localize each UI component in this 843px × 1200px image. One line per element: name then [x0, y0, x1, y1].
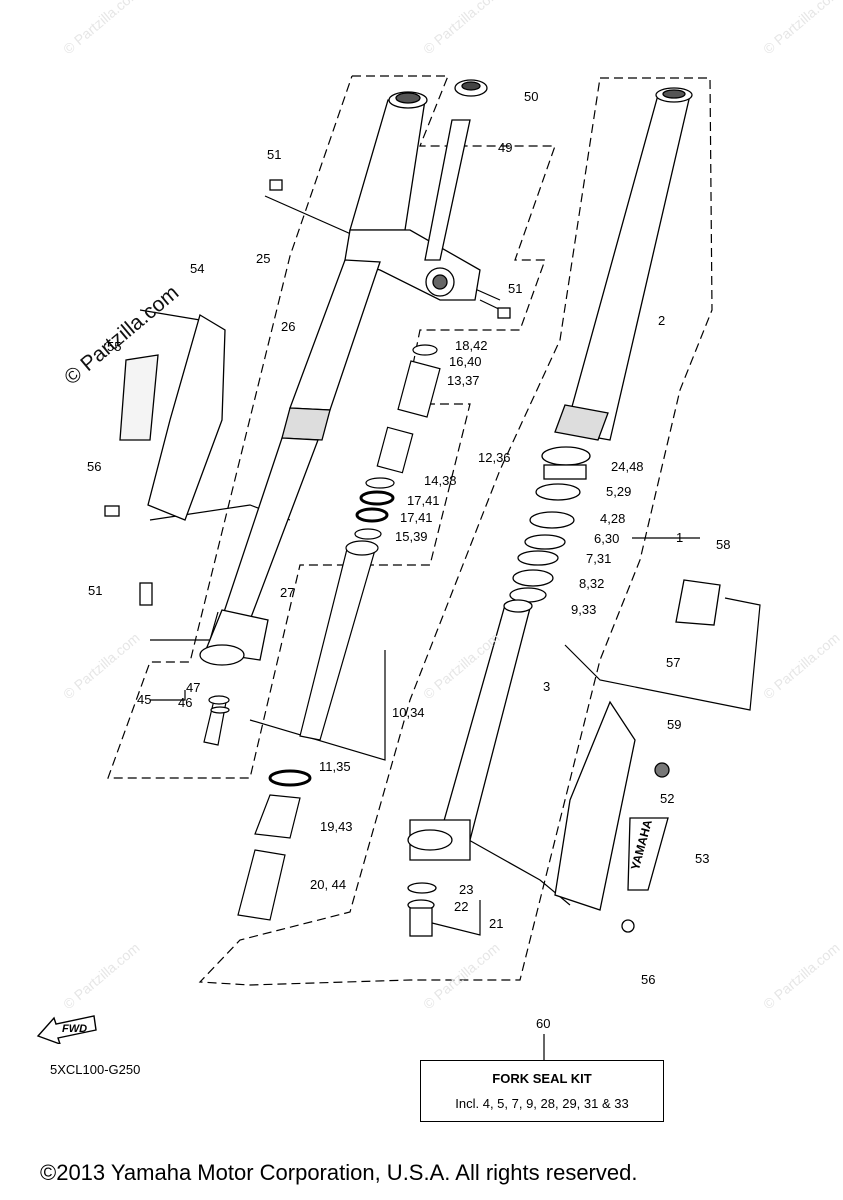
callout-bolt[interactable]: 18,42	[455, 338, 488, 353]
callout-washer-47[interactable]: 47	[186, 680, 201, 695]
callout-cylinder[interactable]: 10,34	[392, 705, 425, 720]
callout-o-ring-11[interactable]: 11,35	[319, 759, 351, 774]
right-fork-guard	[554, 579, 721, 933]
callout-bracket-cover[interactable]: 57	[666, 655, 681, 670]
callout-guard-left[interactable]: 54	[190, 261, 205, 276]
callout-screw-56-left[interactable]: 56	[87, 459, 102, 474]
callout-inner-tube-left[interactable]: 26	[281, 319, 296, 334]
callout-fork-assy-right[interactable]: 1	[676, 530, 684, 545]
callout-ring-b[interactable]: 17,41	[400, 510, 433, 525]
callout-washer-23[interactable]: 23	[459, 882, 474, 897]
fork-seal-kit-box[interactable]: FORK SEAL KIT Incl. 4, 5, 7, 9, 28, 29, …	[420, 1060, 664, 1122]
callout-guard-right[interactable]: 52	[660, 791, 675, 806]
callout-bolt-51-lower[interactable]: 51	[88, 583, 103, 598]
callout-cap[interactable]: 50	[524, 89, 539, 104]
callout-dust-seal[interactable]: 24,48	[611, 459, 644, 474]
callout-fork-assy-left[interactable]: 25	[256, 251, 271, 266]
callout-bracket[interactable]: 58	[716, 537, 731, 552]
left-fork-guard	[119, 314, 226, 521]
callout-nut[interactable]: 59	[667, 717, 682, 732]
assembly-outline-left	[107, 75, 556, 779]
callout-metal-slide[interactable]: 9,33	[571, 602, 597, 617]
copyright-notice: ©2013 Yamaha Motor Corporation, U.S.A. A…	[40, 1160, 638, 1185]
assembly-outline-right	[198, 77, 713, 986]
callout-cylinder-comp[interactable]: 13,37	[447, 373, 480, 388]
callout-bolt-51-right[interactable]: 51	[508, 281, 523, 296]
left-upper-tube	[344, 79, 488, 301]
kit-title: FORK SEAL KIT	[492, 1071, 592, 1086]
callout-ring-c[interactable]: 15,39	[395, 529, 428, 544]
callout-gasket-22[interactable]: 22	[454, 899, 469, 914]
callout-washer[interactable]: 14,38	[424, 473, 457, 488]
callout-emblem[interactable]: 53	[695, 851, 710, 866]
callout-oil-seal[interactable]: 4,28	[600, 511, 626, 526]
small-bolts	[104, 179, 511, 606]
fwd-arrow-icon: FWD	[36, 1008, 100, 1049]
left-inner-tube	[199, 259, 381, 666]
callout-ring-a[interactable]: 17,41	[407, 493, 440, 508]
callout-clip[interactable]: 8,32	[579, 576, 605, 591]
right-outer-tube	[407, 599, 533, 937]
callout-stopper[interactable]: 5,29	[606, 484, 632, 499]
callout-screw-56-right[interactable]: 56	[641, 972, 656, 987]
callout-o-ring[interactable]: 16,40	[449, 354, 482, 369]
callout-inner-tube-right[interactable]: 2	[658, 313, 666, 328]
fwd-label: FWD	[62, 1023, 87, 1035]
diagram-code: 5XCL100-G250	[50, 1062, 141, 1077]
right-inner-tube	[554, 87, 693, 441]
callout-guard-label[interactable]: 55	[107, 339, 122, 354]
callout-bolt-45[interactable]: 45	[137, 692, 152, 707]
callout-outer-tube-left[interactable]: 27	[280, 585, 295, 600]
callout-spring[interactable]: 20, 44	[310, 877, 347, 892]
callout-bolt-21[interactable]: 21	[489, 916, 504, 931]
callout-gasket-46[interactable]: 46	[178, 695, 193, 710]
callout-washer-6[interactable]: 6,30	[594, 531, 620, 546]
callout-slide-metal[interactable]: 7,31	[586, 551, 612, 566]
kit-contents: Incl. 4, 5, 7, 9, 28, 29, 31 & 33	[455, 1096, 629, 1111]
callout-outer-tube-right[interactable]: 3	[543, 679, 551, 694]
callout-upper-bolt[interactable]: 49	[498, 140, 513, 155]
callout-spring-guide[interactable]: 19,43	[320, 819, 353, 834]
callout-fork-seal-kit[interactable]: 60	[536, 1016, 551, 1031]
left-cartridge-parts	[203, 344, 441, 921]
callout-cylinder-assy[interactable]: 12,36	[478, 450, 511, 465]
right-seal-stack	[509, 446, 591, 603]
callout-bolt-51-top[interactable]: 51	[267, 147, 282, 162]
